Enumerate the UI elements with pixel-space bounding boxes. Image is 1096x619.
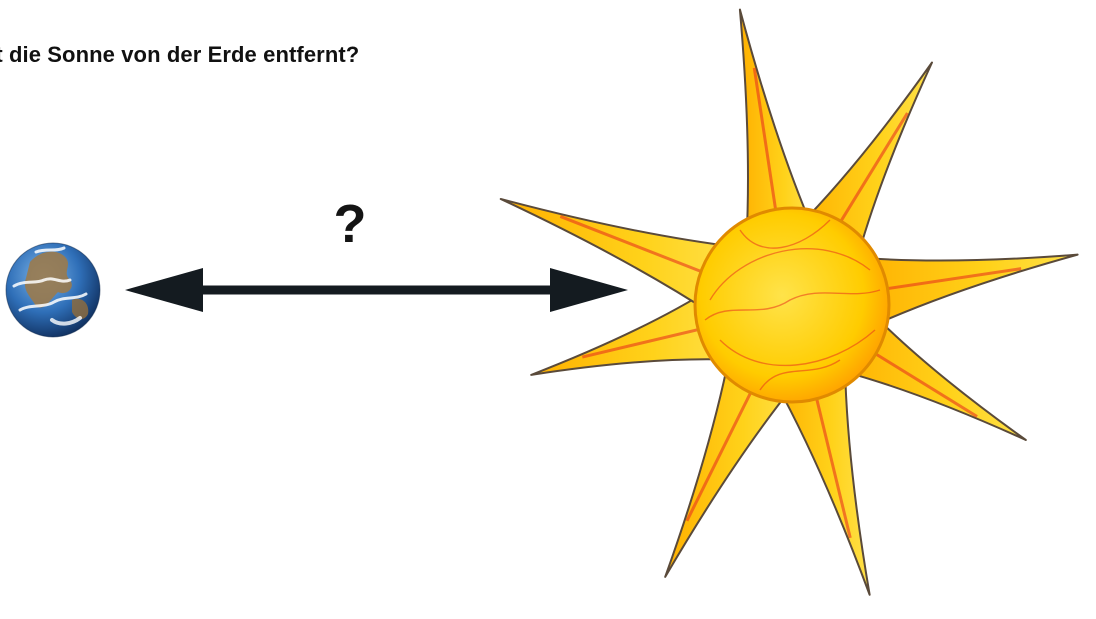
arrowhead-left bbox=[125, 268, 203, 312]
earth-image bbox=[6, 243, 100, 337]
distance-question-mark: ? bbox=[330, 197, 370, 251]
arrowhead-right bbox=[550, 268, 628, 312]
distance-arrow bbox=[125, 268, 628, 312]
sun-image bbox=[501, 10, 1078, 595]
